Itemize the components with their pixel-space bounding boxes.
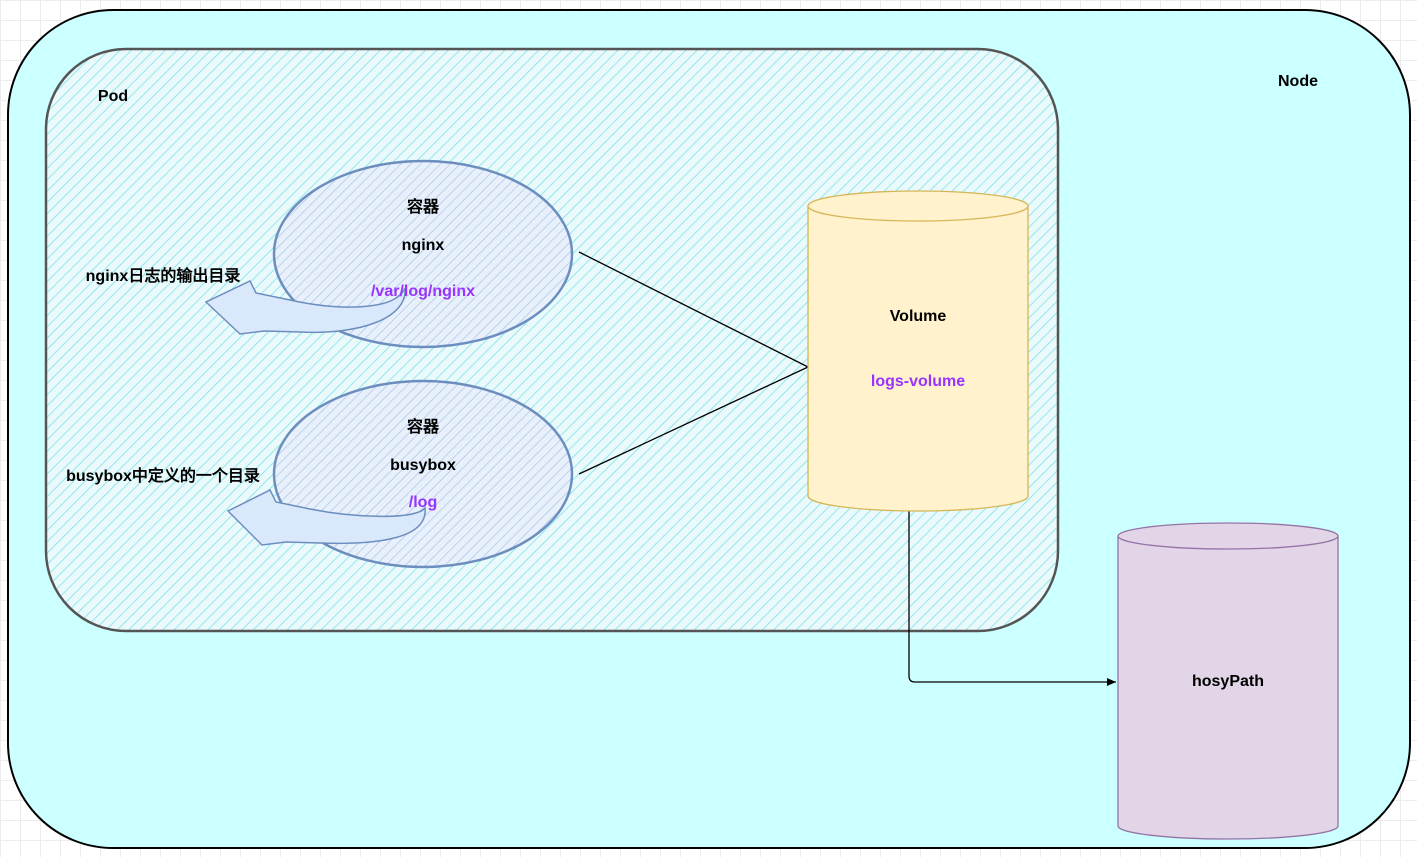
busybox-volume-connector xyxy=(578,366,809,475)
hostpath-cylinder-body xyxy=(1117,535,1339,840)
nginx-annotation: nginx日志的输出目录 xyxy=(86,266,241,285)
volume-cylinder: Volume logs-volume xyxy=(807,190,1029,512)
nginx-mount-path: /var/log/nginx xyxy=(371,283,475,300)
volume-title: Volume xyxy=(890,308,947,325)
hostpath-cylinder: hosyPath xyxy=(1117,522,1339,840)
busybox-mount-path: /log xyxy=(409,494,437,511)
nginx-volume-connector xyxy=(578,251,809,368)
volume-cylinder-top xyxy=(807,190,1029,222)
busybox-container: 容器 busybox /log busybox中定义的一个目录 xyxy=(66,379,574,569)
busybox-annotation: busybox中定义的一个目录 xyxy=(66,466,260,485)
hostpath-label: hosyPath xyxy=(1192,673,1264,690)
volume-cylinder-body xyxy=(807,205,1029,512)
hostpath-cylinder-top xyxy=(1117,522,1339,550)
pod-label: Pod xyxy=(98,88,128,105)
nginx-kind-label: 容器 xyxy=(406,197,440,216)
busybox-log-arrow xyxy=(226,488,426,546)
volume-name: logs-volume xyxy=(871,373,965,390)
nginx-log-arrow xyxy=(204,280,406,335)
volume-host-connector xyxy=(908,511,1116,686)
nginx-name-label: nginx xyxy=(402,237,445,254)
busybox-kind-label: 容器 xyxy=(406,417,440,436)
node-label: Node xyxy=(1278,73,1318,90)
nginx-container: 容器 nginx /var/log/nginx nginx日志的输出目录 xyxy=(86,159,574,349)
busybox-name-label: busybox xyxy=(390,457,456,474)
nginx-container-hatch xyxy=(272,159,574,349)
